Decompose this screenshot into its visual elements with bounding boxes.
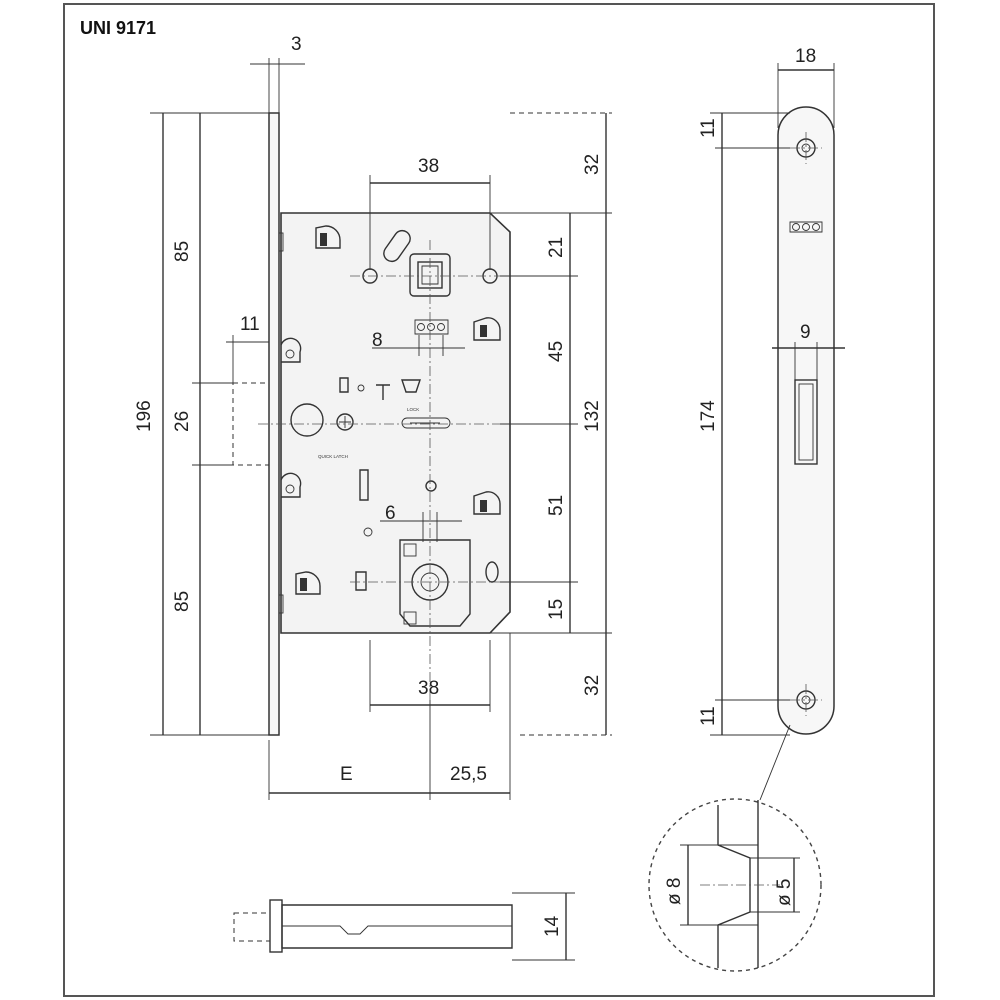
top-slot	[383, 229, 411, 263]
dim-latch-to-key: 51	[546, 495, 567, 516]
faceplate-front	[777, 106, 835, 735]
drawing-title: UNI 9171	[80, 18, 156, 38]
latch-window	[794, 379, 818, 465]
countersink-detail: ø 8 ø 5	[648, 724, 822, 972]
quick-latch-label: QUICK LATCH	[318, 454, 348, 459]
dim-hole-diameter: ø 5	[774, 879, 795, 906]
dim-countersink-diameter: ø 8	[664, 878, 685, 905]
dim-handle-spacing-bottom: 38	[418, 678, 439, 699]
bolt-projection	[233, 912, 271, 942]
latch-bolt-outline	[232, 382, 270, 466]
dim-handle-spacing-top: 38	[418, 156, 439, 177]
front-view: LOCK QUICK LATCH	[232, 112, 511, 736]
dim-key-square: 6	[385, 503, 396, 524]
dim-upper-section: 85	[172, 241, 193, 262]
dim-latch-height: 26	[172, 411, 193, 432]
faceplate-view: 18 11 174 11 9	[698, 46, 845, 736]
faceplate-screws	[278, 232, 302, 614]
lock-label: LOCK	[407, 407, 419, 412]
latch-mechanism: LOCK QUICK LATCH	[290, 377, 451, 537]
dim-bolt-height: 14	[542, 915, 563, 937]
dim-bottom-screw-offset: 11	[698, 706, 719, 726]
dim-upper-hole-offset: 21	[546, 237, 567, 258]
dim-right-bottom-offset: 32	[582, 675, 603, 696]
sheet-frame	[63, 3, 935, 997]
dim-top-screw-offset: 11	[698, 118, 719, 138]
dim-screw-spacing: 174	[698, 400, 719, 432]
bolt-view: 14	[233, 892, 575, 961]
dim-right-top-offset: 32	[582, 154, 603, 175]
dim-lower-section: 85	[172, 591, 193, 612]
dim-case-height: 132	[582, 400, 603, 432]
mounting-tabs	[295, 225, 501, 595]
dim-faceplate-thickness: 3	[291, 34, 302, 55]
dim-spindle-square: 8	[372, 330, 383, 351]
dim-plate-width: 18	[795, 46, 816, 67]
dim-edge-distance: 25,5	[450, 764, 487, 785]
dim-backset: E	[340, 764, 353, 785]
dim-latch-projection: 11	[240, 314, 260, 335]
dim-latch-window-width: 9	[800, 322, 811, 343]
dim-spindle-to-latch: 45	[546, 341, 567, 362]
front-dimensions: 3 196 85 26 85 11 38 8 6	[134, 34, 612, 800]
dim-key-to-bottom: 15	[546, 599, 567, 620]
dim-total-height: 196	[134, 400, 155, 432]
